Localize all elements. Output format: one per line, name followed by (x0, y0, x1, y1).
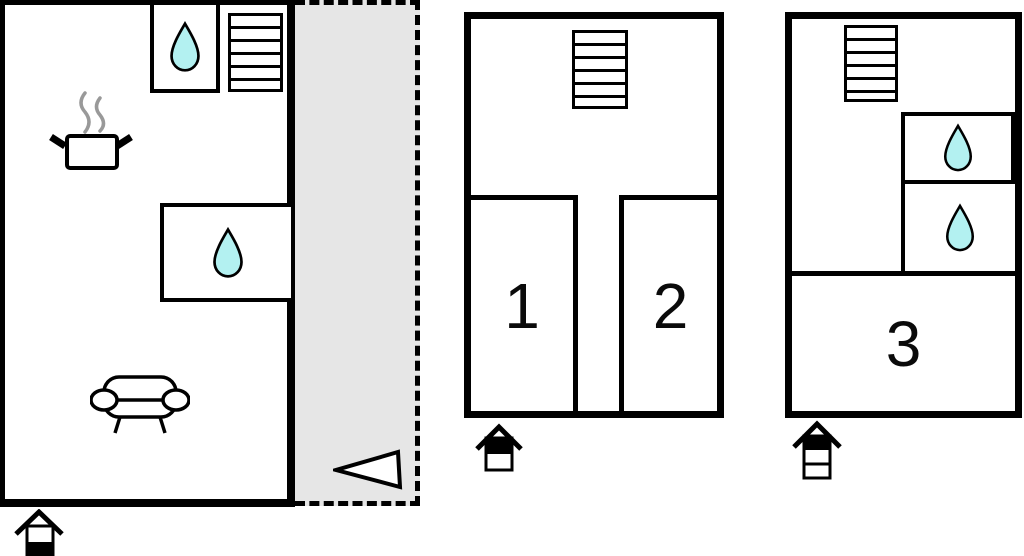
house-level-icon (792, 420, 842, 480)
cooking-pot-icon (49, 91, 133, 170)
water-drop-icon (170, 21, 200, 72)
terrace-area (295, 0, 420, 506)
bedroom-2: 2 (619, 195, 717, 411)
house-level-icon (475, 423, 523, 472)
sofa-icon (90, 375, 190, 434)
water-drop-icon (212, 226, 243, 278)
bedroom-3: 3 (792, 276, 1015, 411)
stairs-icon (572, 30, 628, 109)
direction-arrow-icon (333, 449, 403, 490)
room-label: 2 (652, 269, 689, 342)
bathroom-middle (160, 203, 295, 302)
water-drop-icon (945, 203, 975, 252)
bathroom-top (150, 1, 220, 93)
stairs-icon (844, 25, 898, 102)
bathroom-upper (901, 112, 1015, 184)
room-label: 1 (504, 269, 540, 342)
bedroom-1: 1 (471, 195, 578, 411)
water-drop-icon (943, 123, 973, 172)
wall (792, 271, 1015, 276)
bathroom-lower (901, 184, 1015, 272)
room-label: 3 (885, 307, 922, 380)
stairs-icon (228, 13, 283, 92)
house-level-icon (14, 509, 64, 556)
